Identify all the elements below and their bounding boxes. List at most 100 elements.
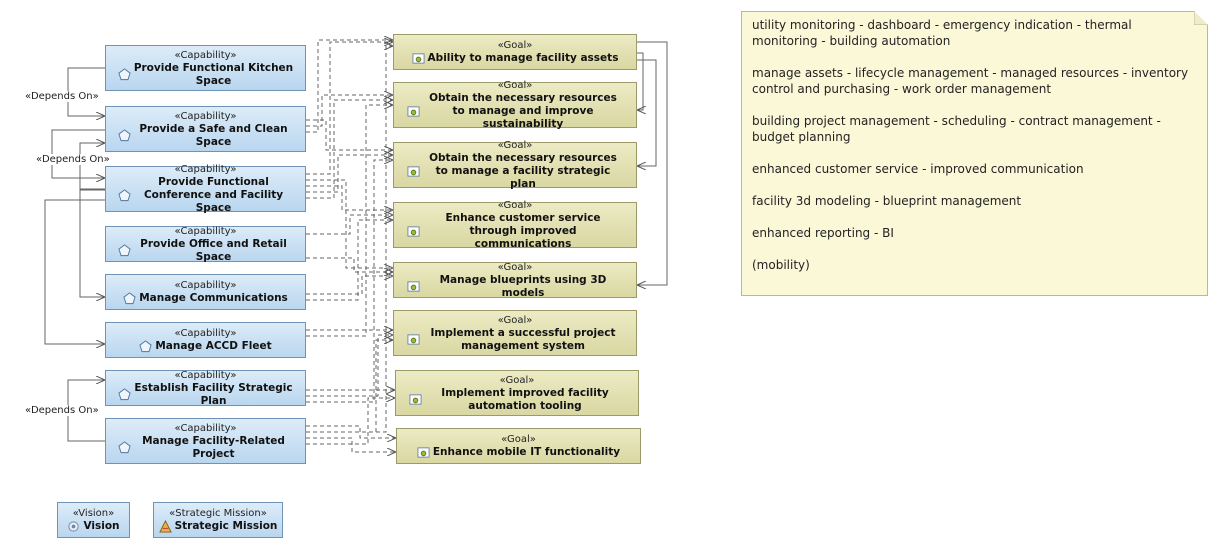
goal-name-row: Implement a successful project managemen…: [407, 327, 623, 353]
goal-icon: [407, 106, 420, 117]
capability-name-row: Manage Facility-Related Project: [117, 434, 294, 461]
capability-node[interactable]: «Capability»Establish Facility Strategic…: [105, 369, 306, 407]
capability-name-row: Provide Functional Conference and Facili…: [117, 176, 294, 215]
vision-icon: [68, 521, 80, 532]
supports-connector: [306, 437, 396, 452]
strategic-mission-label: Strategic Mission: [174, 520, 278, 532]
supports-connector: [306, 398, 395, 445]
capability-name-row: Provide Functional Kitchen Space: [117, 61, 294, 88]
goal-name: Manage blueprints using 3D models: [439, 273, 607, 299]
depends-on-label-1: «Depends On»: [24, 91, 100, 102]
pyramid-icon: [158, 520, 172, 533]
supports-connector: [306, 40, 393, 133]
capability-icon: [117, 68, 131, 81]
goal-link-connector: [637, 41, 668, 285]
strategic-mission-legend[interactable]: «Strategic Mission» Strategic Mission: [153, 502, 283, 538]
capability-node[interactable]: «Capability»Manage Facility-Related Proj…: [105, 418, 306, 464]
goal-stereotype: «Goal»: [497, 80, 533, 91]
goal-stereotype: «Goal»: [497, 140, 533, 151]
note-line: manage assets - lifecycle management - m…: [752, 66, 1189, 96]
goal-node[interactable]: «Goal»Ability to manage facility assets: [393, 34, 637, 70]
goal-node[interactable]: «Goal»Obtain the necessary resources to …: [393, 80, 637, 131]
supports-connector: [306, 335, 393, 397]
supports-connector: [306, 220, 393, 301]
capability-icon: [117, 441, 131, 454]
vision-label: Vision: [83, 520, 120, 532]
goal-name: Enhance customer service through improve…: [445, 212, 601, 250]
supports-connector: [306, 215, 393, 235]
depends-on-connector: [44, 199, 105, 344]
capability-node[interactable]: «Capability»Manage ACCD Fleet: [105, 322, 306, 358]
goal-stereotype: «Goal»: [499, 374, 535, 386]
goal-icon: [417, 447, 430, 458]
vision-stereotype: «Vision»: [72, 508, 115, 519]
requirements-note[interactable]: utility monitoring - dashboard - emergen…: [741, 11, 1208, 296]
capability-stereotype: «Capability»: [174, 225, 237, 237]
depends-on-label-3: «Depends On»: [24, 405, 100, 416]
capability-name: Manage ACCD Fleet: [155, 340, 272, 352]
goal-node[interactable]: «Goal»Manage blueprints using 3D models: [393, 261, 637, 300]
goal-name-row: Enhance customer service through improve…: [407, 212, 623, 251]
capability-node[interactable]: «Capability»Manage Communications: [105, 274, 306, 310]
goal-stereotype: «Goal»: [497, 261, 533, 273]
depends-on-connector: [79, 188, 105, 297]
capability-stereotype: «Capability»: [174, 110, 237, 122]
vision-legend[interactable]: «Vision» Vision: [57, 502, 130, 538]
capability-icon: [117, 244, 131, 257]
capability-stereotype: «Capability»: [174, 369, 237, 381]
goal-node[interactable]: «Goal»Enhance customer service through i…: [393, 200, 637, 251]
note-line: building project management - scheduling…: [752, 114, 1161, 144]
strategic-mission-stereotype: «Strategic Mission»: [169, 508, 267, 519]
goal-name-row: Ability to manage facility assets: [412, 52, 619, 65]
capability-icon: [117, 388, 131, 401]
note-line: utility monitoring - dashboard - emergen…: [752, 18, 1132, 48]
depends-on-connector: [79, 143, 105, 191]
capability-node[interactable]: «Capability»Provide Functional Kitchen S…: [105, 45, 306, 91]
capability-node[interactable]: «Capability»Provide Functional Conferenc…: [105, 164, 306, 215]
note-line: (mobility): [752, 258, 810, 272]
goal-name: Ability to manage facility assets: [427, 52, 619, 64]
capability-node[interactable]: «Capability»Provide a Safe and Clean Spa…: [105, 106, 306, 152]
capability-name: Establish Facility Strategic Plan: [134, 381, 293, 407]
capability-name: Provide Office and Retail Space: [140, 237, 287, 263]
capability-name: Manage Facility-Related Project: [142, 434, 285, 460]
capability-name: Provide Functional Kitchen Space: [133, 61, 294, 87]
goal-name: Enhance mobile IT functionality: [432, 446, 621, 458]
capability-name: Manage Communications: [139, 292, 288, 304]
goal-name-row: Enhance mobile IT functionality: [417, 446, 620, 459]
note-line: facility 3d modeling - blueprint managem…: [752, 194, 1022, 208]
supports-connector: [306, 185, 393, 210]
supports-connector: [306, 160, 393, 403]
goal-node[interactable]: «Goal»Obtain the necessary resources to …: [393, 140, 637, 191]
note-line: enhanced customer service - improved com…: [752, 162, 1084, 176]
capability-name: Provide Functional Conference and Facili…: [143, 176, 284, 214]
goal-name: Obtain the necessary resources to manage…: [429, 92, 617, 130]
capability-name-row: Manage Communications: [123, 292, 288, 305]
capability-stereotype: «Capability»: [174, 49, 237, 61]
capability-stereotype: «Capability»: [174, 328, 237, 339]
goal-name: Implement improved facility automation t…: [441, 386, 609, 412]
goal-name-row: Obtain the necessary resources to manage…: [407, 92, 623, 131]
goal-icon: [407, 166, 420, 177]
supports-connector: [306, 425, 396, 438]
capability-node[interactable]: «Capability»Provide Office and Retail Sp…: [105, 225, 306, 264]
goal-icon: [407, 226, 420, 237]
goal-node[interactable]: «Goal»Implement a successful project man…: [393, 310, 637, 356]
goal-name: Implement a successful project managemen…: [430, 326, 616, 352]
supports-connector: [306, 100, 393, 199]
goal-node[interactable]: «Goal»Enhance mobile IT functionality: [396, 428, 641, 464]
capability-name-row: Provide Office and Retail Space: [117, 237, 294, 264]
goal-name-row: Manage blueprints using 3D models: [407, 274, 623, 300]
supports-connector: [306, 119, 393, 150]
capability-name: Provide a Safe and Clean Space: [139, 122, 288, 148]
capability-icon: [139, 340, 152, 353]
capability-stereotype: «Capability»: [174, 280, 237, 291]
capability-name-row: Provide a Safe and Clean Space: [117, 122, 294, 149]
goal-stereotype: «Goal»: [497, 200, 533, 211]
supports-connector: [306, 105, 393, 337]
goal-name-row: Obtain the necessary resources to manage…: [407, 152, 623, 191]
goal-node[interactable]: «Goal»Implement improved facility automa…: [395, 370, 639, 416]
goal-link-connector: [637, 52, 643, 110]
depends-on-label-2: «Depends On»: [35, 154, 111, 165]
